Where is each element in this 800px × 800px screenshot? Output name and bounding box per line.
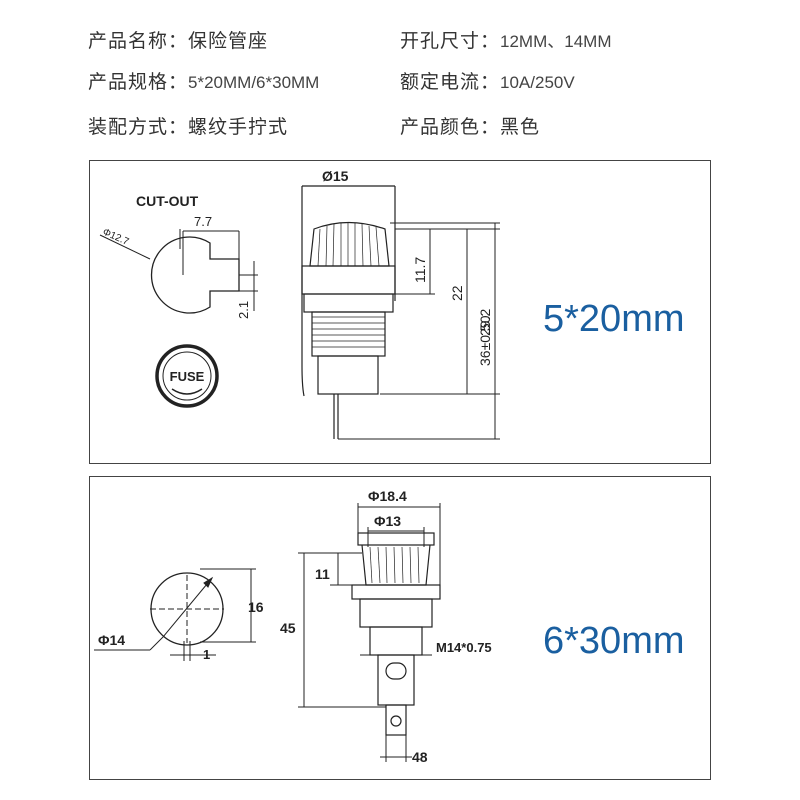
- svg-text:7.7: 7.7: [194, 214, 212, 229]
- spec-color: 产品颜色：黑色: [400, 112, 540, 139]
- spec-size-label: 产品规格：: [88, 71, 189, 93]
- dim-phi13: Φ13: [367, 513, 425, 547]
- spec-install-label: 装配方式：: [88, 116, 189, 138]
- spec-install-value: 螺纹手拧式: [188, 116, 289, 138]
- svg-text:11.7: 11.7: [412, 257, 428, 283]
- svg-text:Φ12.7: Φ12.7: [101, 227, 131, 248]
- svg-text:36±0.50: 36±0.50: [477, 315, 493, 366]
- spec-current: 额定电流：10A/250V: [400, 67, 575, 94]
- spec-name: 产品名称：保险管座: [88, 26, 268, 53]
- dim-7-7: 7.7: [182, 214, 240, 275]
- fuse-holder-5x20: Ø15: [301, 168, 396, 439]
- model-label-6x30: 6*30mm: [543, 620, 685, 662]
- svg-text:22: 22: [449, 285, 465, 301]
- cutout-shape: [150, 229, 240, 314]
- svg-text:Φ18.4: Φ18.4: [368, 488, 407, 504]
- drawing-6x30: 16 Φ14 1: [94, 488, 492, 765]
- dim-phi18-4: Φ18.4: [357, 488, 441, 585]
- drawing-panel-5x20: CUT-OUT 7.7 Φ12.7 2.1 FUSE: [89, 160, 711, 464]
- dim-2-1: 2.1: [236, 261, 258, 319]
- spec-color-value: 黑色: [500, 116, 541, 138]
- spec-color-label: 产品颜色：: [400, 116, 501, 138]
- svg-text:45: 45: [280, 620, 296, 636]
- dim-22: 22: [430, 228, 472, 312]
- svg-text:M14*0.75: M14*0.75: [436, 640, 492, 655]
- spec-size: 产品规格：5*20MM/6*30MM: [88, 67, 319, 94]
- dim-11: 11: [315, 552, 362, 586]
- svg-text:1: 1: [203, 647, 210, 662]
- spec-current-value: 10A/250V: [500, 73, 575, 92]
- svg-text:11: 11: [315, 566, 330, 582]
- dim-thread: M14*0.75: [360, 640, 492, 656]
- panel-hole-circle: [150, 572, 224, 646]
- svg-text:48: 48: [412, 749, 428, 765]
- svg-text:Φ13: Φ13: [374, 513, 401, 529]
- spec-current-label: 额定电流：: [400, 71, 501, 93]
- dim-phi14: Φ14: [94, 632, 164, 651]
- dim-phi15: Ø15: [322, 168, 349, 184]
- spec-hole-value: 12MM、14MM: [500, 32, 612, 51]
- model-label-5x20: 5*20mm: [543, 298, 685, 340]
- svg-text:29.2: 29.2: [477, 309, 493, 336]
- dim-45: 45: [280, 552, 386, 708]
- spec-name-label: 产品名称：: [88, 30, 189, 52]
- dim-1: 1: [170, 641, 216, 662]
- dim-48: 48: [380, 735, 428, 765]
- drawing-panel-6x30: 16 Φ14 1: [89, 476, 711, 780]
- dim-11-7: 11.7: [395, 228, 435, 295]
- drawing-5x20: CUT-OUT 7.7 Φ12.7 2.1 FUSE: [99, 168, 500, 440]
- svg-text:16: 16: [248, 599, 264, 615]
- svg-text:Φ14: Φ14: [98, 632, 125, 648]
- fuse-cap-icon: FUSE: [155, 344, 219, 408]
- fuse-holder-6x30: [351, 532, 441, 736]
- spec-hole-label: 开孔尺寸：: [400, 30, 501, 52]
- svg-text:2.1: 2.1: [236, 301, 251, 319]
- cutout-title: CUT-OUT: [136, 193, 199, 209]
- dim-16: 16: [200, 568, 264, 643]
- spec-hole: 开孔尺寸：12MM、14MM: [400, 26, 611, 53]
- dim-36: 36±0.50: [338, 222, 500, 440]
- spec-name-value: 保险管座: [188, 30, 269, 52]
- dim-29-2: 29.2: [380, 228, 500, 395]
- spec-size-value: 5*20MM/6*30MM: [188, 73, 320, 92]
- fuse-cap-label: FUSE: [170, 369, 205, 384]
- dim-phi12-7: Φ12.7: [99, 227, 151, 260]
- spec-install: 装配方式：螺纹手拧式: [88, 112, 288, 139]
